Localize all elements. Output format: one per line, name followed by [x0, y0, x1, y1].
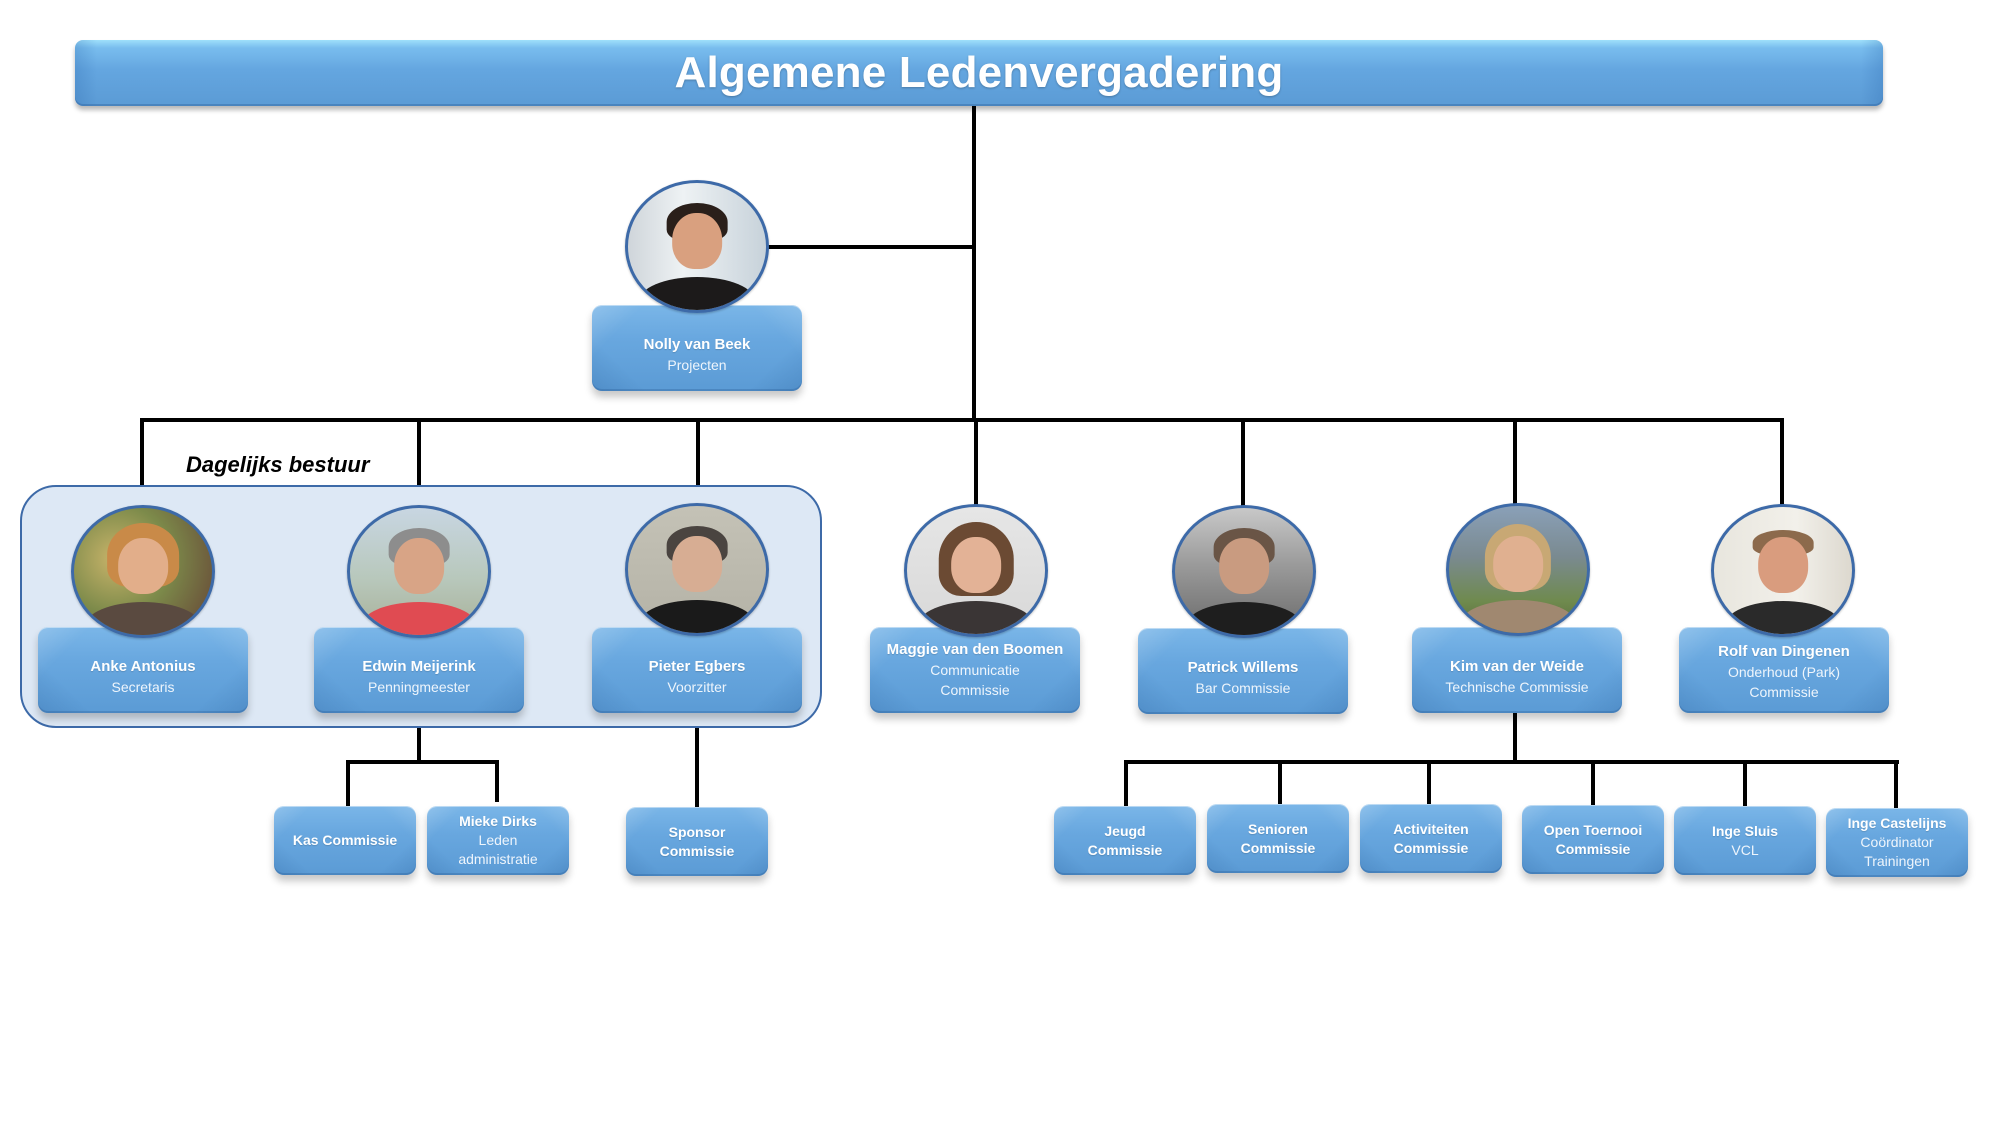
node-open-toernooi-commissie[interactable]: Open Toernooi Commissie — [1522, 805, 1664, 874]
node-name: Inge Castelijns — [1847, 815, 1947, 831]
avatar-patrick-photo — [1172, 505, 1316, 638]
chart-title: Algemene Ledenvergadering — [674, 48, 1284, 97]
node-name: Sponsor Commissie — [659, 823, 735, 859]
node-board-secretary[interactable]: Anke Antonius Secretaris — [38, 627, 248, 713]
node-name: Senioren Commissie — [1240, 820, 1316, 856]
node-board-treasurer[interactable]: Edwin Meijerink Penningmeester — [314, 627, 524, 713]
node-role: VCL — [1731, 841, 1759, 858]
node-name: Nolly van Beek — [643, 336, 751, 353]
board-group-label: Dagelijks bestuur — [186, 452, 370, 477]
node-name: Mieke Dirks — [459, 813, 537, 829]
node-role: Bar Commissie — [1195, 680, 1291, 696]
node-coordinator-trainingen[interactable]: Inge Castelijns Coördinator Trainingen — [1826, 808, 1968, 877]
node-name: Inge Sluis — [1711, 822, 1779, 839]
node-name: Open Toernooi Commissie — [1543, 821, 1643, 857]
node-technical[interactable]: Kim van der Weide Technische Commissie — [1412, 627, 1622, 713]
node-activiteiten-commissie[interactable]: Activiteiten Commissie — [1360, 804, 1502, 873]
node-name: Jeugd Commissie — [1087, 822, 1163, 858]
node-role: Technische Commissie — [1445, 679, 1589, 695]
avatar-pieter-photo — [625, 503, 769, 636]
node-vcl[interactable]: Inge Sluis VCL — [1674, 806, 1816, 875]
node-role: Communicatie Commissie — [930, 662, 1020, 698]
node-role: Projecten — [667, 357, 727, 373]
node-leden-administratie[interactable]: Mieke Dirks Leden administratie — [427, 806, 569, 875]
node-role: Penningmeester — [368, 679, 470, 695]
title-bar: Algemene Ledenvergadering — [75, 40, 1883, 106]
node-name: Edwin Meijerink — [362, 658, 476, 675]
node-name: Patrick Willems — [1187, 659, 1299, 676]
node-communication[interactable]: Maggie van den Boomen Communicatie Commi… — [870, 627, 1080, 713]
avatar-maggie-photo — [904, 504, 1048, 637]
node-role: Voorzitter — [667, 679, 727, 695]
node-kas-commissie[interactable]: Kas Commissie — [274, 806, 416, 875]
avatar-anke-photo — [71, 505, 215, 638]
node-name: Anke Antonius — [90, 658, 196, 675]
avatar-edwin-photo — [347, 505, 491, 638]
node-name: Kim van der Weide — [1450, 658, 1584, 675]
node-jeugd-commissie[interactable]: Jeugd Commissie — [1054, 806, 1196, 875]
node-name: Maggie van den Boomen — [886, 641, 1064, 658]
node-sponsor-commissie[interactable]: Sponsor Commissie — [626, 807, 768, 876]
node-role: Onderhoud (Park) Commissie — [1727, 664, 1841, 700]
avatar-nolly-photo — [625, 180, 769, 313]
node-name: Pieter Egbers — [648, 658, 746, 675]
node-senioren-commissie[interactable]: Senioren Commissie — [1207, 804, 1349, 873]
avatar-rolf-photo — [1711, 504, 1855, 637]
node-board-chair[interactable]: Pieter Egbers Voorzitter — [592, 627, 802, 713]
node-name: Rolf van Dingenen — [1718, 643, 1850, 660]
node-name: Activiteiten Commissie — [1393, 820, 1469, 856]
node-role: Leden administratie — [458, 832, 538, 867]
node-role: Secretaris — [111, 679, 175, 695]
node-maintenance[interactable]: Rolf van Dingenen Onderhoud (Park) Commi… — [1679, 627, 1889, 713]
node-projects[interactable]: Nolly van Beek Projecten — [592, 305, 802, 391]
node-name: Kas Commissie — [292, 832, 398, 848]
node-bar[interactable]: Patrick Willems Bar Commissie — [1138, 628, 1348, 714]
node-role: Coördinator Trainingen — [1860, 834, 1934, 869]
avatar-kim-photo — [1446, 503, 1590, 636]
